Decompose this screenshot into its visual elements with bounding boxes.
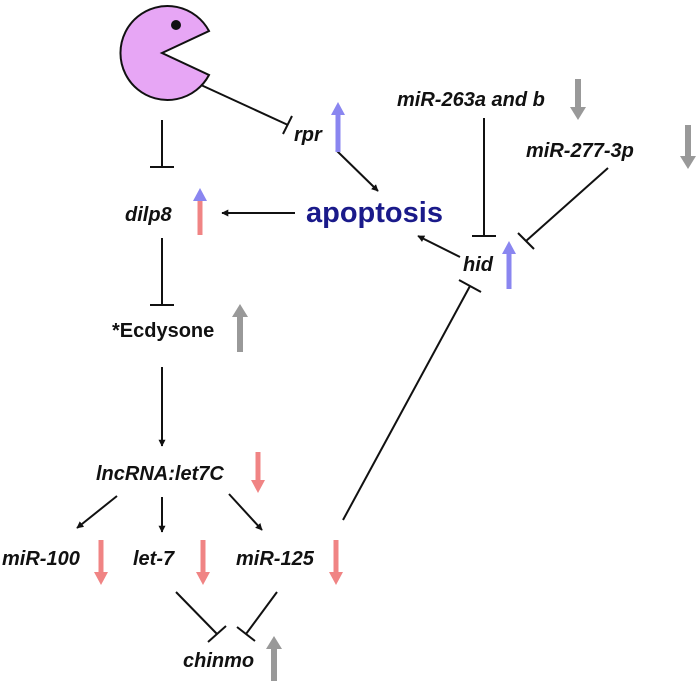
chinmo-up-arrow-icon [266,636,282,681]
node-rpr: rpr [294,124,323,146]
arrow-shaft [685,125,691,158]
pacman-eye [171,20,181,30]
arrow-shaft [333,540,339,574]
arrow-shaft [271,648,277,681]
arrow-shaft [200,540,206,574]
edge-mir125-hid [342,285,471,521]
node-mir125: miR-125 [236,548,315,570]
ecdysone-up-arrow-icon [232,304,248,352]
edges [76,84,609,643]
node-lncrna: lncRNA:let7C [96,463,224,485]
node-mir100: miR-100 [2,548,80,570]
let7-down-arrow-icon [196,540,210,585]
arrow-shaft [335,114,341,152]
node-chinmo: chinmo [183,650,254,672]
arrow-head [196,572,210,585]
arrow-head [251,480,265,493]
tbar-hid-right [517,232,535,250]
edge-mir277-hid [525,167,609,242]
arrow-head [329,572,343,585]
node-mir263: miR-263a and b [397,89,545,111]
lncrna-down-arrow-icon [251,452,265,493]
rpr-up-arrow-icon [331,102,345,152]
tbar-rpr [282,115,293,135]
arrow-head [331,102,345,115]
node-ecdysone: *Ecdysone [112,320,214,342]
edge-lncrna-mir125 [228,493,263,531]
mir263-down-arrow-icon [570,79,586,120]
dilp8-up-arrow-icon [193,188,207,235]
hid-up-arrow-icon [502,241,516,289]
arrow-head [232,304,248,317]
arrow-head-upper [193,188,207,201]
edge-lncrna-mir100 [76,495,118,529]
edge-pacman-rpr [200,84,289,126]
tbar-chinmo-left [207,625,227,643]
edge-mir125-chinmo [245,591,278,635]
tbar-hid-bottom [458,279,482,293]
arrow-shaft [237,316,243,352]
mir100-down-arrow-icon [94,540,108,585]
node-apoptosis: apoptosis [306,197,443,229]
arrow-shaft [98,540,104,574]
arrow-head [94,572,108,585]
node-dilp8: dilp8 [125,204,173,226]
node-let7: let-7 [133,548,175,570]
tbar-chinmo-right [236,626,256,642]
mir125-down-arrow-icon [329,540,343,585]
node-hid: hid [463,254,494,276]
edge-rpr-apoptosis [335,149,379,192]
arrow-head [266,636,282,649]
arrow-shaft [255,452,261,482]
edge-let7-chinmo [175,591,218,635]
arrow-shaft [506,253,512,289]
arrow-head [502,241,516,254]
arrow-shaft [575,79,581,109]
arrow-shaft-lower [197,200,203,235]
arrow-head [570,107,586,120]
node-mir277: miR-277-3p [526,140,634,162]
arrow-head [680,156,696,169]
mir277-down-arrow-icon [680,125,696,169]
pacman-icon [119,5,211,101]
edge-hid-apoptosis [417,235,461,258]
